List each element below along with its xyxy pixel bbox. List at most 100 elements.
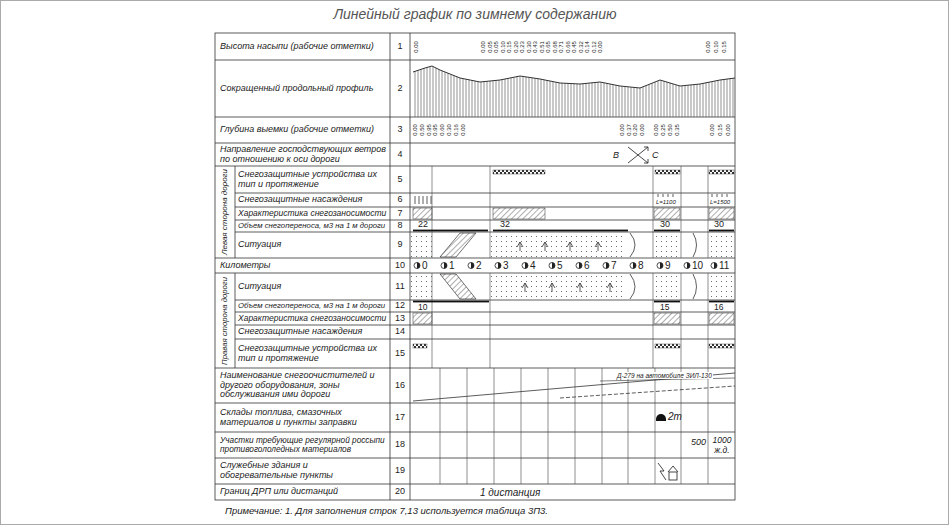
km-markers <box>441 263 447 269</box>
snow-fence <box>709 344 734 348</box>
service-zones <box>560 386 735 398</box>
km-number: 7 <box>611 260 617 271</box>
road-crossing <box>440 233 476 257</box>
table-grid <box>215 458 735 459</box>
row-header: Снегозащитные устройства их тип и протяж… <box>238 170 387 190</box>
plantings <box>427 196 428 204</box>
row-header: Направление господствующих ветров по отн… <box>220 145 387 165</box>
section-separators <box>708 273 709 368</box>
working-mark: 0.65 <box>545 41 551 53</box>
plantings <box>415 196 416 204</box>
row-number: 1 <box>391 42 409 52</box>
trees <box>522 283 528 292</box>
plantings <box>415 194 727 204</box>
drift-hatch <box>493 208 545 219</box>
km-markers <box>522 263 528 269</box>
stream <box>693 274 697 299</box>
working-mark: 0.71 <box>558 41 564 53</box>
km-markers <box>657 263 663 269</box>
plantings <box>727 194 728 197</box>
working-mark: 0.50 <box>419 124 425 136</box>
trees <box>595 242 601 251</box>
plantings <box>668 194 669 197</box>
drift-hatch <box>413 208 734 324</box>
km-markers <box>468 263 474 269</box>
working-mark: 0.95 <box>426 124 432 136</box>
plantings <box>722 194 723 197</box>
km-grid <box>708 368 709 484</box>
table-grid <box>390 33 391 500</box>
row-header: Наименование снегоочистителей и другого … <box>220 371 387 401</box>
snow-fence <box>655 170 680 174</box>
working-mark: 0.43 <box>532 41 538 53</box>
stream <box>630 233 697 299</box>
side-group-label: Правая сторона дороги <box>221 277 229 365</box>
row-number: 18 <box>391 440 409 450</box>
km-grid <box>467 368 468 484</box>
table-grid <box>215 33 735 500</box>
table-grid <box>215 403 735 404</box>
working-mark: 0.51 <box>539 41 545 53</box>
snow-volume: 10 <box>418 303 427 312</box>
working-mark: 0.12 <box>591 41 597 53</box>
working-mark: 0.15 <box>721 41 727 53</box>
row-number: 14 <box>391 327 409 337</box>
table-grid <box>235 273 236 368</box>
longitudinal-profile <box>413 66 735 117</box>
side-group-label: Левая сторона дороги <box>221 169 229 255</box>
building-icon <box>669 472 677 480</box>
section-separators <box>432 166 708 368</box>
snow-fence <box>709 170 734 174</box>
km-grid <box>521 368 522 484</box>
section-separators <box>681 166 682 258</box>
km-number: 4 <box>530 260 536 271</box>
building-icon <box>668 466 678 472</box>
working-mark: 0.05 <box>487 41 493 53</box>
section-separators <box>490 166 491 258</box>
drift-hatch <box>654 313 680 324</box>
situation-fields <box>709 274 734 299</box>
working-mark: 0.95 <box>432 124 438 136</box>
row-number: 17 <box>391 413 409 423</box>
snow-fence <box>493 170 545 174</box>
km-markers <box>414 263 717 269</box>
diagram-title: Линейный график по зимнему содержанию <box>215 7 735 22</box>
km-markers <box>576 263 582 269</box>
working-mark: 0.00 <box>480 41 486 53</box>
working-mark: 0.20 <box>632 124 638 136</box>
km-grid <box>655 368 656 484</box>
trees <box>517 242 523 251</box>
situation-fields <box>654 274 680 299</box>
wind-direction <box>628 147 648 163</box>
km-markers <box>630 263 636 269</box>
row-number: 8 <box>391 221 409 231</box>
trees <box>577 283 583 292</box>
row-number: 2 <box>391 84 409 94</box>
table-grid <box>215 484 735 485</box>
km-number: 6 <box>584 260 590 271</box>
plantings <box>423 196 424 204</box>
row-header: Границ ДРП или дистанций <box>220 487 387 497</box>
volume-bars <box>654 230 680 232</box>
drift-hatch <box>709 208 734 219</box>
longitudinal-profile <box>413 66 735 117</box>
row-header: Характеристика снегозаносимости <box>238 209 387 218</box>
row-number: 12 <box>391 301 409 311</box>
building-icon <box>658 463 678 480</box>
km-number: 0 <box>422 260 428 271</box>
row-header: Высота насыпи (рабочие отметки) <box>220 42 387 52</box>
km-grid <box>628 368 629 484</box>
row-header: Участки требующие регулярной россыпи про… <box>220 436 387 454</box>
row-number: 13 <box>391 314 409 324</box>
km-markers <box>495 263 501 269</box>
km-markers <box>711 263 717 269</box>
row-header: Километры <box>220 261 387 271</box>
working-mark: 0.10 <box>713 41 719 53</box>
fuel-store-icon <box>656 414 666 421</box>
row-header: Склады топлива, смазочных материалов и п… <box>220 408 387 428</box>
row-number: 4 <box>391 150 409 160</box>
row-number: 10 <box>391 261 409 271</box>
km-markers <box>549 263 555 269</box>
